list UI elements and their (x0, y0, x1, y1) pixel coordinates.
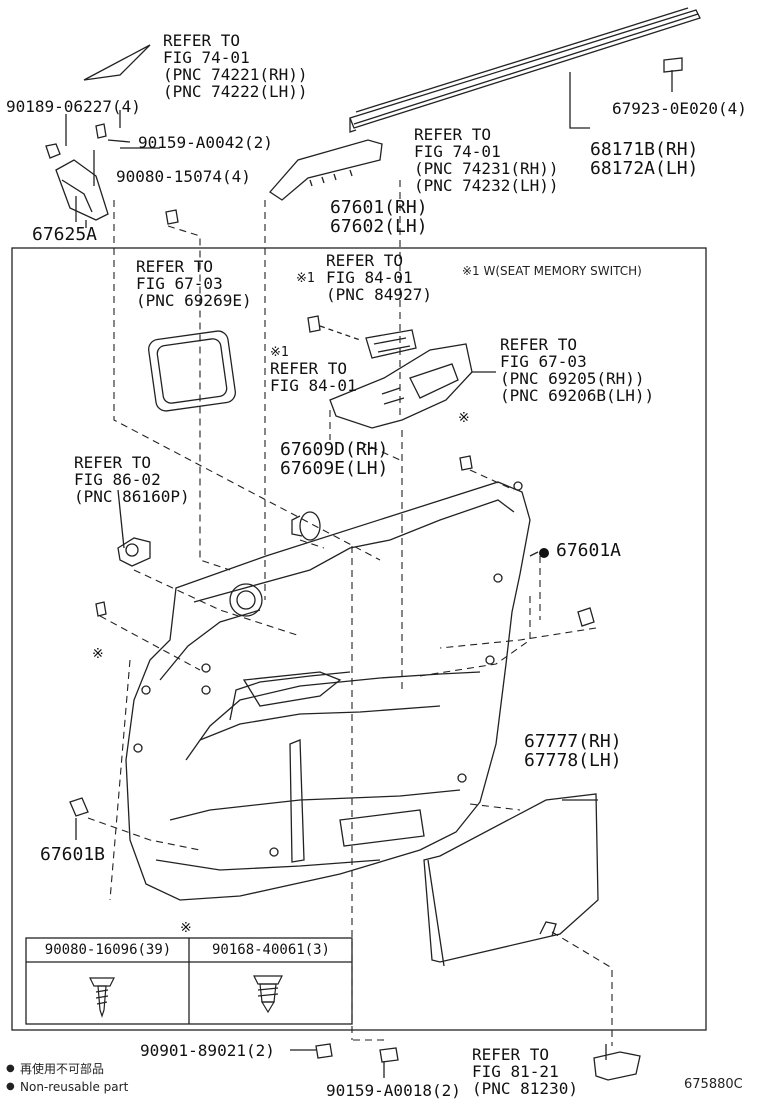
screw-90159-a0018 (379, 1047, 399, 1063)
mark-kome-c: ※ (180, 920, 192, 936)
callout-67601b: 67601B (40, 844, 106, 865)
handle-bracket (117, 537, 151, 567)
callout-68171b: 68171B(RH) 68172A(LH) (590, 139, 699, 179)
callout-90080-15074: 90080-15074(4) (116, 167, 251, 186)
upper-trim (269, 139, 383, 201)
clip-67601b (69, 797, 89, 817)
callout-67777: 67777(RH) 67778(LH) (524, 731, 622, 771)
mark-kome-a: ※ (458, 410, 470, 426)
lower-trim (423, 793, 599, 963)
callout-67609d: 67609D(RH) 67609E(LH) (280, 439, 389, 479)
callout-67601a: 67601A (556, 540, 622, 561)
speaker-grille (299, 511, 321, 541)
screw-mark-right (459, 455, 473, 471)
map-pocket (339, 809, 425, 847)
clip-67601a (577, 607, 595, 627)
screw-90159-a0042 (95, 123, 107, 139)
run-channel (349, 7, 701, 133)
switch-base (329, 343, 473, 429)
legend-jp: 再使用不可部品 (20, 1062, 105, 1076)
connector-81230 (593, 1051, 641, 1081)
callout-90901: 90901-89021(2) (140, 1041, 275, 1060)
pull-handle (242, 671, 342, 707)
parts-table (25, 937, 353, 1025)
callout-67601: 67601(RH) 67602(LH) (330, 197, 428, 237)
legend-en: Non-reusable part (20, 1080, 129, 1094)
memory-switch (365, 329, 417, 359)
screw-switch (307, 315, 321, 333)
bracket-67625a (55, 159, 109, 221)
legend-bullet-en: ● (6, 1081, 15, 1092)
callout-refer-fig-67-03-a: REFER TO FIG 67-03 (PNC 69269E) (136, 257, 252, 310)
screw-90080 (165, 209, 179, 225)
table-col1-header: 90080-16096(39) (44, 942, 172, 958)
screw-mark-left (95, 601, 107, 617)
callout-refer-fig-81-21: REFER TO FIG 81-21 (PNC 81230) (472, 1045, 578, 1098)
callout-refer-fig-84-01-a: REFER TO FIG 84-01 (PNC 84927) (326, 251, 432, 304)
screw-90080-16096-icon (89, 977, 115, 1018)
leader-68171b (569, 72, 590, 129)
drawing-number: 675880C (684, 1077, 743, 1092)
callout-90159-a0018: 90159-A0018(2) (326, 1081, 461, 1100)
grommet-90901 (315, 1043, 333, 1059)
assembly-frame (11, 247, 707, 1031)
trim-triangle (83, 44, 151, 81)
callout-refer-fig-74-01-b: REFER TO FIG 74-01 (PNC 74231(RH)) (PNC … (414, 125, 559, 195)
callout-refer-fig-86-02: REFER TO FIG 86-02 (PNC 86160P) (74, 453, 190, 506)
callout-refer-fig-84-01-b: REFER TO FIG 84-01 (270, 359, 357, 395)
door-trim-panel (125, 481, 531, 901)
clip-67923 (663, 57, 683, 73)
callout-90159-a0042: 90159-A0042(2) (138, 133, 273, 152)
non-reusable-dot (539, 548, 549, 558)
seal-frame (148, 330, 236, 412)
table-col2-header: 90168-40061(3) (211, 942, 330, 958)
mark-1-b: ※1 (270, 345, 289, 360)
screw-90168-40061-icon (253, 975, 283, 1014)
callout-refer-fig-67-03-b: REFER TO FIG 67-03 (PNC 69205(RH)) (PNC … (500, 335, 655, 405)
legend-bullet-jp: ● (6, 1063, 15, 1074)
speaker-circle (229, 583, 263, 617)
callout-67625a: 67625A (32, 224, 98, 245)
clip-90189 (45, 143, 61, 159)
callout-90189: 90189-06227(4) (6, 97, 141, 116)
mark-1-a: ※1 (296, 271, 315, 286)
seat-memory-note: ※1 W(SEAT MEMORY SWITCH) (462, 264, 642, 278)
mark-kome-b: ※ (92, 646, 104, 662)
callout-67923: 67923-0E020(4) (612, 99, 747, 118)
callout-refer-fig-74-01-a: REFER TO FIG 74-01 (PNC 74221(RH)) (PNC … (163, 31, 308, 101)
